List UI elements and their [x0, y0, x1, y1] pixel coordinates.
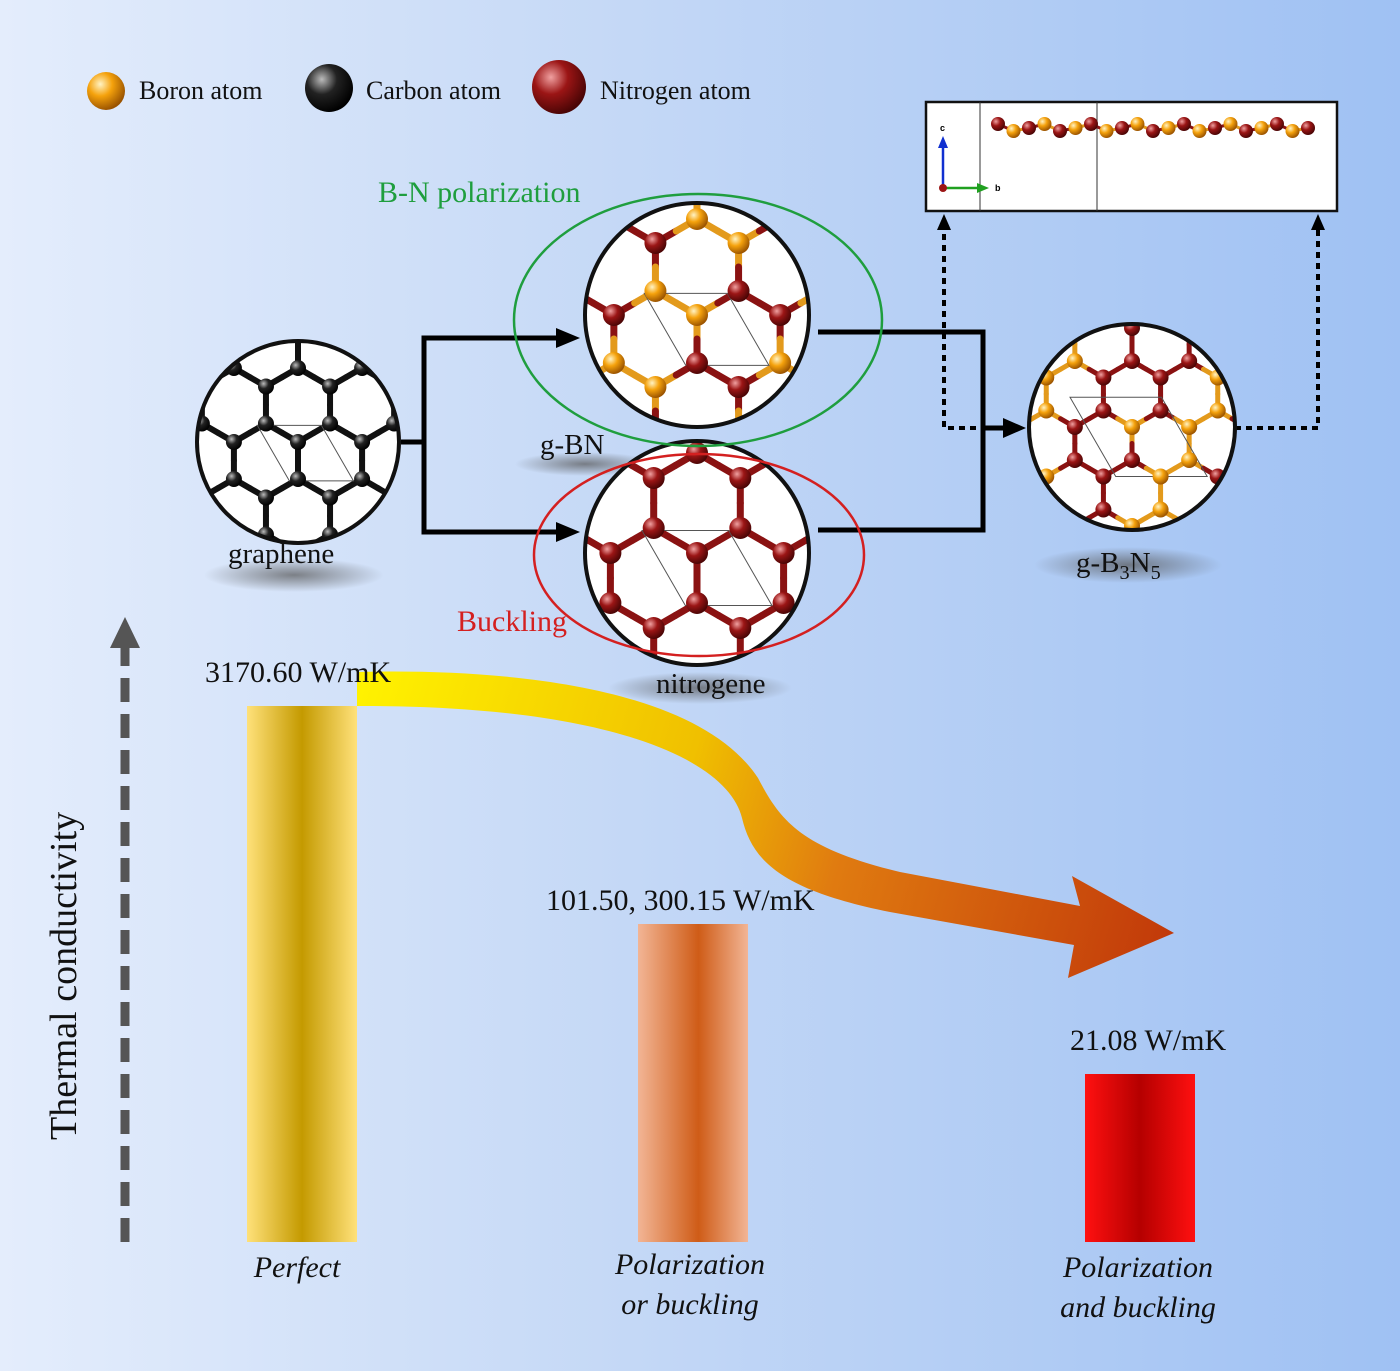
decrease-arrow — [357, 671, 1174, 978]
buckling-label: Buckling — [457, 605, 567, 638]
value-label-polarization-and-buckling: 21.08 W/mK — [1070, 1024, 1227, 1057]
buckling-ellipse — [532, 452, 866, 658]
gbn-label: g-BN — [540, 429, 605, 461]
legend-carbon-label: Carbon atom — [366, 76, 502, 105]
gb3n5-label: g-B3N5 — [1076, 547, 1161, 584]
axis-c-label: c — [940, 123, 945, 133]
graphene-label: graphene — [228, 538, 335, 570]
bar-perfect — [247, 706, 357, 1242]
gb3n5-structure — [1027, 322, 1237, 532]
graphene-structure — [195, 339, 401, 545]
category-polarization-or-buckling: Polarization or buckling — [614, 1248, 765, 1321]
legend-boron-label: Boron atom — [139, 76, 263, 105]
side-view-panel: c b — [924, 100, 1339, 213]
bar-polarization-or-buckling — [638, 924, 748, 1242]
nitrogene-label: nitrogene — [656, 668, 766, 700]
polarization-label: B-N polarization — [378, 176, 581, 209]
carbon-atom-icon — [305, 64, 353, 112]
flow-arrows — [401, 329, 1004, 535]
y-axis-arrowhead — [110, 617, 140, 648]
polarization-ellipse — [512, 192, 884, 448]
category-polarization-and-buckling: Polarization and buckling — [1060, 1251, 1216, 1324]
bar-series — [247, 706, 1195, 1242]
legend-nitrogen-label: Nitrogen atom — [600, 76, 751, 105]
boron-atom-icon — [87, 72, 125, 110]
bar-polarization-and-buckling — [1085, 1074, 1195, 1242]
nitrogen-atom-icon — [532, 60, 586, 114]
value-label-polarization-or-buckling: 101.50, 300.15 W/mK — [546, 884, 815, 917]
y-axis-label: Thermal conductivity — [43, 811, 85, 1140]
axis-b-label: b — [995, 183, 1001, 193]
value-label-perfect: 3170.60 W/mK — [205, 656, 392, 689]
category-perfect: Perfect — [253, 1251, 341, 1284]
